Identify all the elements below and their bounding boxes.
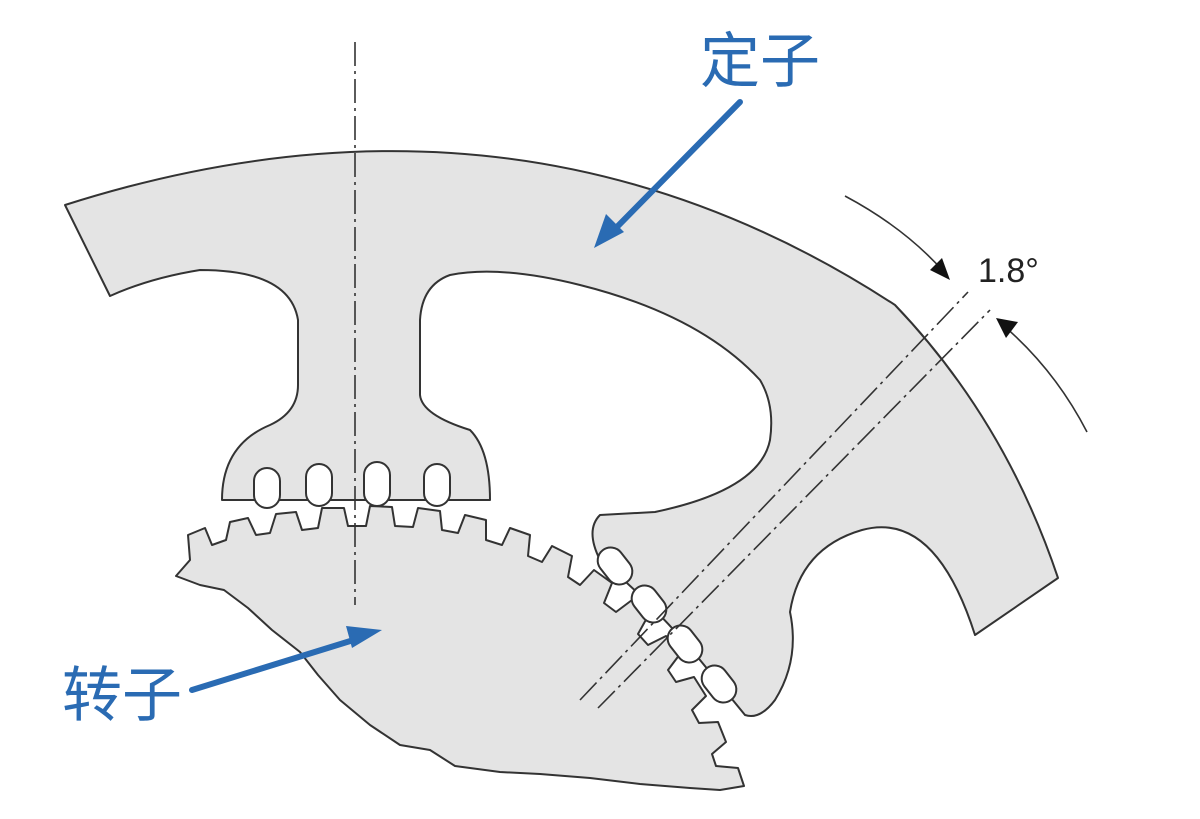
rotor-pointer-arrow-icon bbox=[346, 626, 382, 648]
stator-slot bbox=[700, 664, 738, 704]
stator-axis-line bbox=[597, 309, 991, 709]
angle-arrow-lower-icon bbox=[996, 318, 1018, 338]
angle-label: 1.8° bbox=[978, 252, 1039, 290]
rotor-body bbox=[175, 505, 745, 791]
rotor-axis-line bbox=[579, 291, 969, 701]
stator-pointer-arrow-icon bbox=[594, 214, 624, 248]
rotor bbox=[175, 505, 745, 791]
stator-slot bbox=[423, 463, 451, 507]
stator-body bbox=[64, 150, 1059, 717]
angle-arc-lower bbox=[1003, 325, 1088, 433]
angle-arc-upper bbox=[844, 195, 945, 273]
stator-label: 定子 bbox=[700, 27, 820, 97]
stator bbox=[64, 150, 1059, 717]
rotor-pointer-line bbox=[189, 635, 363, 693]
stator-slot bbox=[305, 463, 333, 507]
stator-slot bbox=[253, 467, 281, 509]
angle-arrow-upper-icon bbox=[930, 258, 950, 280]
stator-slot bbox=[363, 461, 391, 507]
rotor-label: 转子 bbox=[62, 661, 182, 731]
stator-slot bbox=[630, 584, 668, 624]
stator-slot bbox=[666, 624, 704, 664]
stator-slot bbox=[596, 546, 634, 586]
stator-pointer-line bbox=[609, 99, 743, 235]
